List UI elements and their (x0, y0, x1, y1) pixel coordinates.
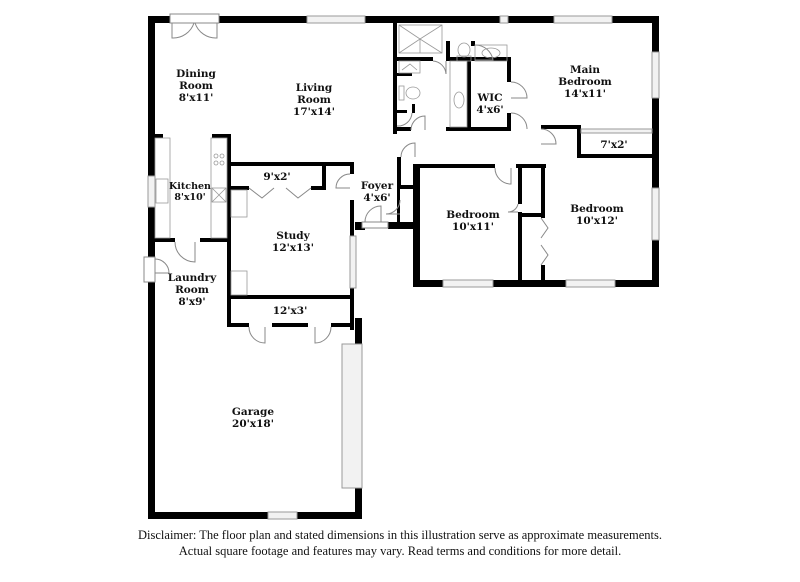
room-dims: 12'x3' (272, 305, 308, 317)
room-dims: 14'x11' (564, 88, 606, 100)
room-dims: 4'x6' (363, 192, 391, 204)
room-label-laundry: Laundry Room 8'x9' (168, 272, 216, 308)
room-name: Main (569, 64, 601, 76)
room-name: Room (175, 284, 209, 296)
room-name: Room (297, 94, 331, 106)
disclaimer-line-2: Actual square footage and features may v… (178, 544, 622, 558)
room-name: Garage (231, 406, 275, 418)
room-name: Dining (176, 68, 216, 80)
room-dims: 8'x11' (178, 92, 214, 104)
room-label-garage: Garage 20'x18' (232, 406, 274, 430)
room-dims: 8'x9' (178, 296, 206, 308)
room-dims: 4'x6' (476, 104, 504, 116)
disclaimer: Disclaimer: The floor plan and stated di… (0, 527, 800, 559)
room-dims: 12'x13' (272, 242, 314, 254)
room-dims: 17'x14' (293, 106, 335, 118)
room-name: Bedroom (570, 203, 624, 215)
room-label-closet-9x2: 9'x2' (263, 171, 290, 183)
room-label-study: Study 12'x13' (272, 230, 314, 254)
room-name: Living (295, 82, 333, 94)
room-name: Bedroom (446, 209, 500, 221)
room-label-kitchen: Kitchen 8'x10' (169, 181, 211, 203)
doors (143, 13, 557, 344)
exterior-walls (148, 16, 659, 519)
room-name: WIC (477, 92, 503, 104)
interior-walls (148, 16, 659, 330)
room-name: Kitchen (169, 181, 211, 192)
room-label-closet-12x3: 12'x3' (273, 305, 308, 317)
room-label-closet-7x2: 7'x2' (600, 139, 627, 151)
room-label-living: Living Room 17'x14' (293, 82, 335, 118)
room-dims: 20'x18' (232, 418, 274, 430)
room-dims: 8'x10' (174, 192, 206, 203)
room-dims: 7'x2' (600, 139, 628, 151)
room-dims: 10'x11' (452, 221, 494, 233)
room-name: Bedroom (558, 76, 612, 88)
room-dims: 10'x12' (576, 215, 618, 227)
room-name: Foyer (360, 180, 394, 192)
windows (147, 15, 660, 520)
room-dims: 9'x2' (263, 171, 291, 183)
room-label-main-bedroom: Main Bedroom 14'x11' (558, 64, 612, 100)
room-label-foyer: Foyer 4'x6' (361, 180, 393, 204)
room-label-dining: Dining Room 8'x11' (176, 68, 216, 104)
room-label-wic: WIC 4'x6' (476, 92, 503, 116)
room-name: Laundry (167, 272, 217, 284)
room-name: Study (276, 230, 310, 242)
room-label-bedroom-10x11: Bedroom 10'x11' (446, 209, 500, 233)
room-name: Room (179, 80, 213, 92)
disclaimer-line-1: Disclaimer: The floor plan and stated di… (138, 528, 662, 542)
room-label-bedroom-10x12: Bedroom 10'x12' (570, 203, 624, 227)
fixtures (154, 24, 508, 296)
